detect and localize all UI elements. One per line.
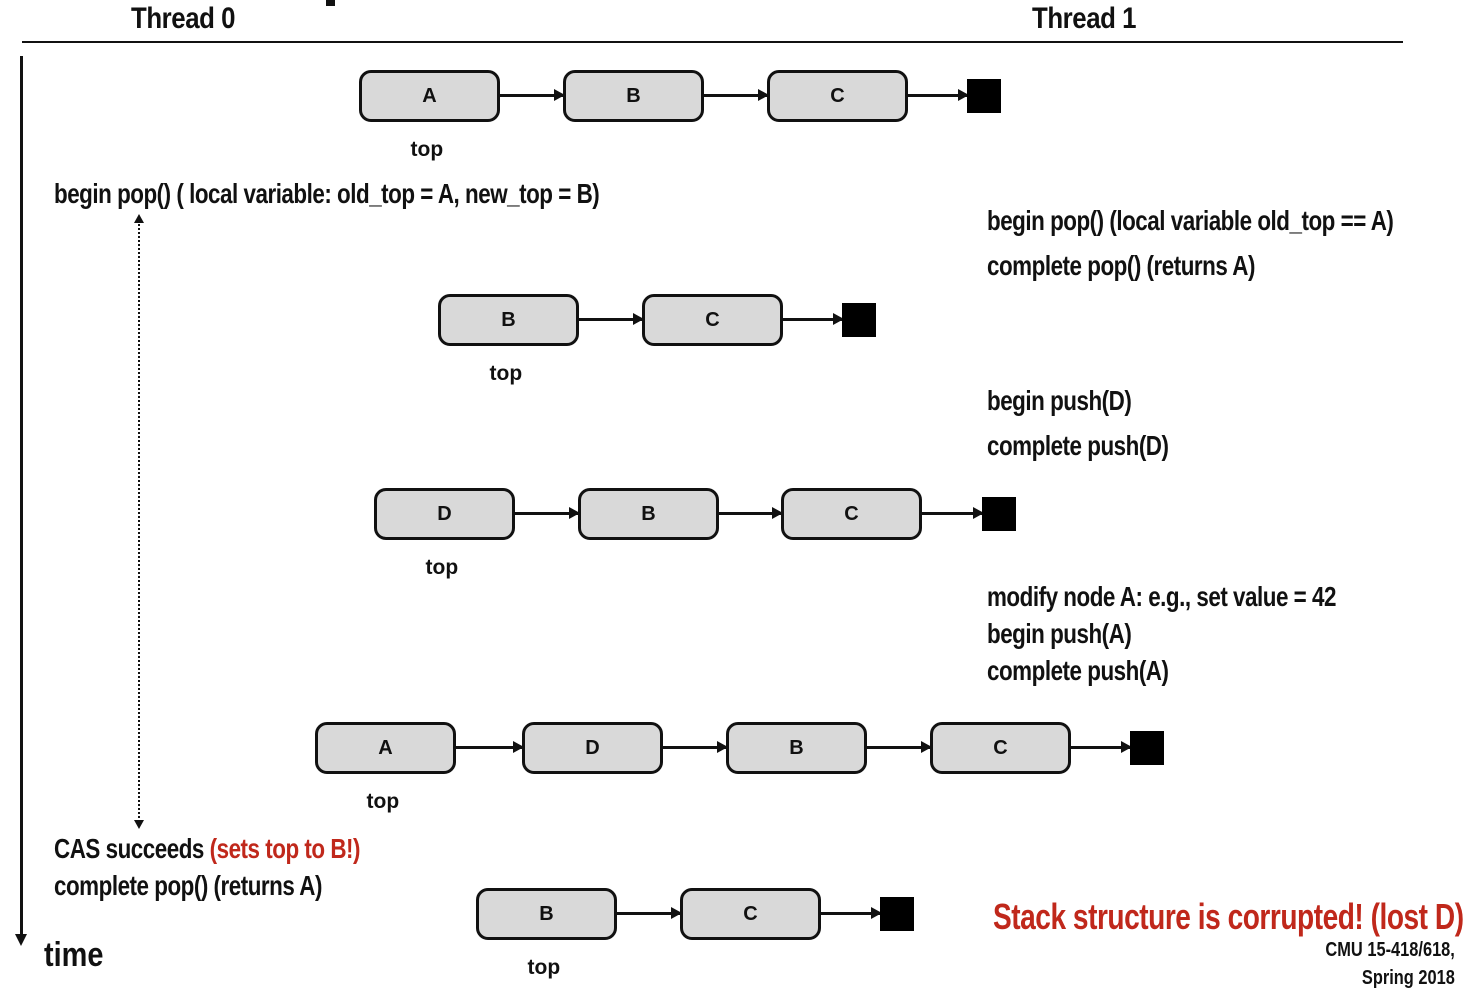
thread1-header: Thread 1 xyxy=(1032,2,1137,35)
stack-node: B xyxy=(476,888,617,940)
thread1-complete-push-a: complete push(A) xyxy=(987,655,1169,686)
dotted-arrow-down-icon xyxy=(134,820,144,829)
dotted-arrow-up-icon xyxy=(134,214,144,223)
corruption-message: Stack structure is corrupted! (lost D) xyxy=(993,896,1464,937)
thread1-complete-push-d: complete push(D) xyxy=(987,430,1169,461)
null-terminator xyxy=(880,897,914,931)
time-arrow-icon xyxy=(15,934,27,946)
thread0-complete-pop: complete pop() (returns A) xyxy=(54,870,322,901)
null-terminator xyxy=(842,303,876,337)
stack-node: D xyxy=(522,722,663,774)
thread0-begin-pop: begin pop() ( local variable: old_top = … xyxy=(54,178,600,209)
top-pointer-label: top xyxy=(410,138,444,161)
stack-node: B xyxy=(438,294,579,346)
next-pointer-arrow xyxy=(456,741,524,753)
next-pointer-arrow xyxy=(908,89,969,101)
thread0-wait-interval xyxy=(138,224,140,822)
next-pointer-arrow xyxy=(719,507,783,519)
thread1-begin-push-a: begin push(A) xyxy=(987,618,1132,649)
stack-node: C xyxy=(642,294,783,346)
stack-node: B xyxy=(563,70,704,122)
next-pointer-arrow xyxy=(500,89,565,101)
next-pointer-arrow xyxy=(821,907,882,919)
next-pointer-arrow xyxy=(1071,741,1132,753)
next-pointer-arrow xyxy=(783,313,844,325)
header-tick-mark xyxy=(326,0,335,6)
stack-node: A xyxy=(315,722,456,774)
stack-node: B xyxy=(578,488,719,540)
slide-footer: CMU 15-418/618, Spring 2018 xyxy=(1326,936,1455,992)
next-pointer-arrow xyxy=(867,741,932,753)
next-pointer-arrow xyxy=(922,507,984,519)
stack-node: D xyxy=(374,488,515,540)
stack-node: C xyxy=(767,70,908,122)
cas-highlight: (sets top to B!) xyxy=(209,833,361,864)
stack-node: C xyxy=(781,488,922,540)
null-terminator xyxy=(982,497,1016,531)
thread0-header: Thread 0 xyxy=(131,2,236,35)
thread1-complete-pop: complete pop() (returns A) xyxy=(987,250,1255,281)
cas-text: CAS succeeds xyxy=(54,833,210,864)
stack-node: C xyxy=(680,888,821,940)
top-pointer-label: top xyxy=(425,556,459,579)
time-label: time xyxy=(44,936,104,974)
top-pointer-label: top xyxy=(527,956,561,979)
top-pointer-label: top xyxy=(366,790,400,813)
stack-node: A xyxy=(359,70,500,122)
header-divider xyxy=(22,41,1403,43)
stack-node: C xyxy=(930,722,1071,774)
thread1-begin-push-d: begin push(D) xyxy=(987,385,1132,416)
next-pointer-arrow xyxy=(704,89,769,101)
next-pointer-arrow xyxy=(579,313,644,325)
null-terminator xyxy=(967,79,1001,113)
next-pointer-arrow xyxy=(515,507,580,519)
next-pointer-arrow xyxy=(663,741,728,753)
thread0-cas-succeeds: CAS succeeds (sets top to B!) xyxy=(54,833,360,865)
thread1-modify-node-a: modify node A: e.g., set value = 42 xyxy=(987,581,1336,612)
null-terminator xyxy=(1130,731,1164,765)
footer-course: CMU 15-418/618, xyxy=(1325,939,1455,961)
thread1-begin-pop: begin pop() (local variable old_top == A… xyxy=(987,205,1394,236)
next-pointer-arrow xyxy=(617,907,682,919)
footer-term: Spring 2018 xyxy=(1362,967,1455,989)
time-axis xyxy=(20,56,23,936)
top-pointer-label: top xyxy=(489,362,523,385)
stack-node: B xyxy=(726,722,867,774)
